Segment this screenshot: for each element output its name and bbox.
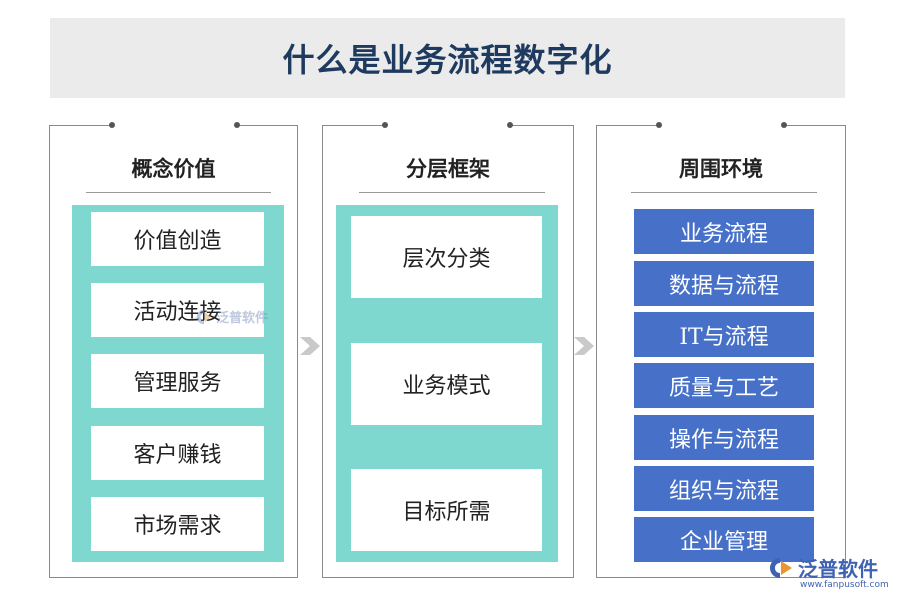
panel-dot-left — [382, 122, 388, 128]
panel-layered-framework: 分层框架 — [322, 122, 574, 578]
panel-underline — [86, 192, 271, 193]
watermark: 泛普软件 — [195, 307, 268, 326]
panel-title: 分层框架 — [406, 156, 490, 181]
list-item: 组织与流程 — [634, 466, 814, 511]
list-item: 市场需求 — [91, 497, 264, 551]
list-item: 价值创造 — [91, 212, 264, 266]
list-item: 目标所需 — [351, 469, 542, 551]
watermark-brand-name: 泛普软件 — [798, 557, 878, 581]
list-item: 业务模式 — [351, 343, 542, 425]
panel-title: 周围环境 — [679, 156, 763, 181]
list-item: 层次分类 — [351, 216, 542, 298]
list-item: 客户赚钱 — [91, 426, 264, 480]
panel-title: 概念价值 — [131, 156, 216, 181]
page-title: 什么是业务流程数字化 — [282, 41, 613, 79]
panel-dot-right — [234, 122, 240, 128]
list-item: 企业管理 — [634, 517, 814, 562]
list-item: 质量与工艺 — [634, 363, 814, 408]
logo-icon — [770, 557, 792, 578]
panel-dot-right — [507, 122, 513, 128]
list-item: 业务流程 — [634, 209, 814, 254]
watermark-brand: 泛普软件 www.fanpusoft.com — [768, 553, 889, 590]
panel-environment: 周围环境 — [596, 122, 846, 578]
chevron-right-icon — [300, 337, 320, 355]
panel-dot-left — [656, 122, 662, 128]
watermark-url: www.fanpusoft.com — [800, 580, 889, 590]
panel-underline — [631, 192, 817, 193]
watermark-text: 泛普软件 — [216, 311, 269, 326]
list-item: 管理服务 — [91, 354, 264, 408]
logo-icon — [196, 309, 212, 324]
list-item: 数据与流程 — [634, 261, 814, 306]
panel-underline — [359, 192, 545, 193]
panel-concept-value: 概念价值 — [49, 122, 298, 578]
title-bar: 什么是业务流程数字化 — [50, 18, 845, 98]
list-item: 操作与流程 — [634, 415, 814, 460]
chevron-right-icon — [574, 337, 594, 355]
list-item: IT与流程 — [634, 312, 814, 357]
list-item: 活动连接 — [91, 283, 264, 337]
panel-dot-left — [109, 122, 115, 128]
panel-dot-right — [781, 122, 787, 128]
